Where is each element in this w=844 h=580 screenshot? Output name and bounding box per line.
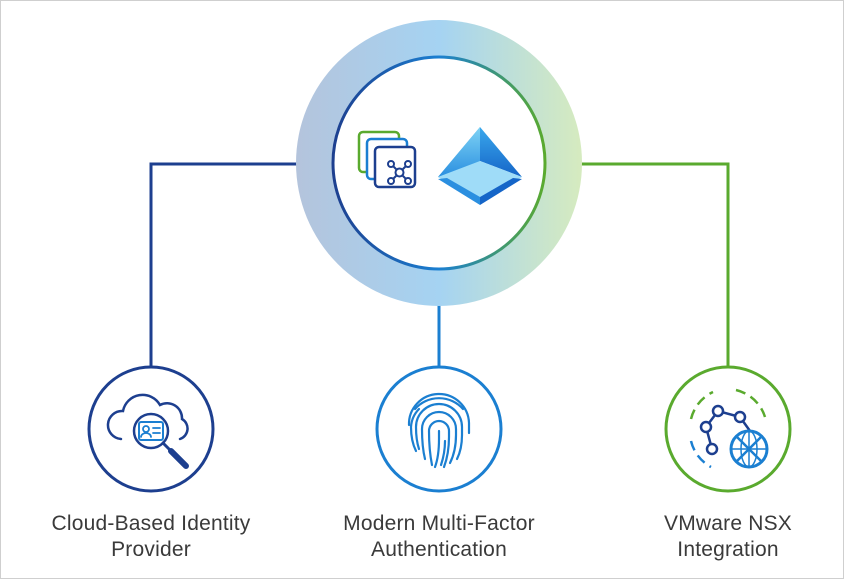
fingerprint-icon bbox=[407, 392, 471, 469]
network-globe-icon bbox=[689, 388, 769, 469]
central-hub bbox=[296, 20, 582, 306]
cloud-search-icon bbox=[106, 393, 189, 469]
connector-right bbox=[545, 162, 730, 366]
feature-label-nsx-line2: Integration bbox=[677, 538, 779, 561]
feature-circle-identity bbox=[87, 365, 215, 493]
connector-left bbox=[149, 162, 337, 366]
feature-label-identity-line1: Cloud-Based Identity bbox=[51, 512, 251, 535]
feature-circle-nsx bbox=[664, 365, 792, 493]
vmware-workspace-icon bbox=[357, 130, 417, 189]
feature-label-identity: Cloud-Based Identity Provider bbox=[1, 511, 301, 563]
feature-label-mfa-line1: Modern Multi-Factor bbox=[343, 512, 535, 535]
hub-ring bbox=[331, 55, 547, 271]
feature-label-identity-line2: Provider bbox=[111, 538, 191, 561]
feature-label-nsx: VMware NSX Integration bbox=[578, 511, 844, 563]
feature-label-mfa-line2: Authentication bbox=[371, 538, 507, 561]
feature-label-mfa: Modern Multi-Factor Authentication bbox=[289, 511, 589, 563]
feature-circle-mfa bbox=[375, 365, 503, 493]
feature-label-nsx-line1: VMware NSX bbox=[663, 512, 793, 535]
azure-ad-pyramid-icon bbox=[438, 127, 522, 205]
